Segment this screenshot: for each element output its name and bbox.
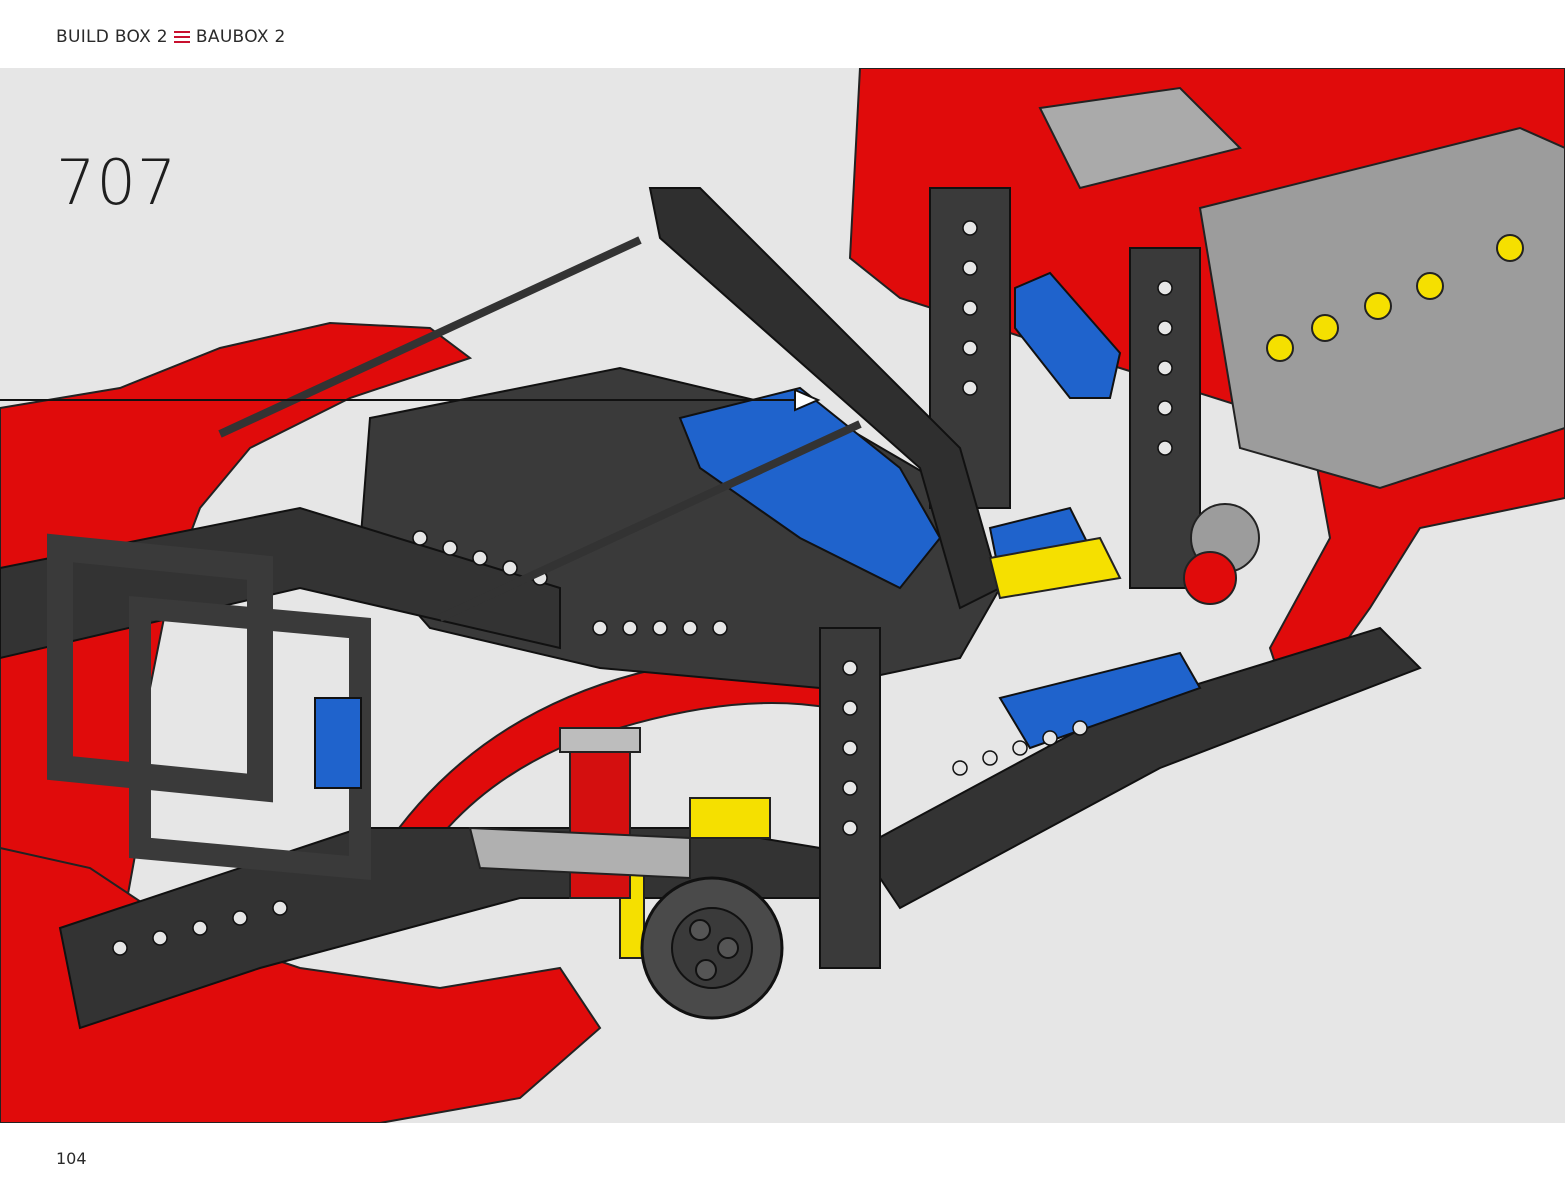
piston-5 xyxy=(1496,234,1524,262)
suspension-top xyxy=(559,727,641,753)
hub-hole-1 xyxy=(689,919,711,941)
instruction-stage: 707 xyxy=(0,68,1565,1123)
rear-gear-red xyxy=(1183,551,1237,605)
frame-column-center xyxy=(819,627,881,969)
page-header: BUILD BOX 2 BAUBOX 2 xyxy=(0,0,1565,68)
piston-2 xyxy=(1311,314,1339,342)
blue-beam-engine xyxy=(1014,271,1122,399)
build-box-en: BUILD BOX 2 xyxy=(56,27,168,47)
page-number: 104 xyxy=(56,1149,87,1168)
beam-holes xyxy=(112,220,1173,956)
frame-column-rear2 xyxy=(1129,247,1201,589)
front-frame-2 xyxy=(129,595,371,881)
piston-1 xyxy=(1266,334,1294,362)
long-axle xyxy=(218,236,642,438)
front-frame xyxy=(47,533,273,803)
piston-3 xyxy=(1364,292,1392,320)
piston-4 xyxy=(1416,272,1444,300)
build-box-label: BUILD BOX 2 BAUBOX 2 xyxy=(56,27,286,47)
engine-top xyxy=(1038,86,1242,190)
hub-hole-3 xyxy=(695,959,717,981)
hub-hole-2 xyxy=(717,937,739,959)
blue-shock-right xyxy=(998,651,1202,750)
page-footer: 104 xyxy=(0,1123,1565,1191)
roll-hoop xyxy=(648,187,1002,610)
step-number: 707 xyxy=(56,146,178,219)
suspension-arm xyxy=(468,826,691,880)
build-box-de: BAUBOX 2 xyxy=(195,27,286,47)
insertion-arrow-icon xyxy=(0,388,821,412)
long-axle-2 xyxy=(438,420,862,622)
yellow-axle xyxy=(988,536,1122,600)
triple-bar-icon xyxy=(173,31,190,43)
blue-gear-front xyxy=(314,697,362,789)
yellow-block-front xyxy=(689,797,771,839)
model-illustration xyxy=(0,68,1565,1123)
